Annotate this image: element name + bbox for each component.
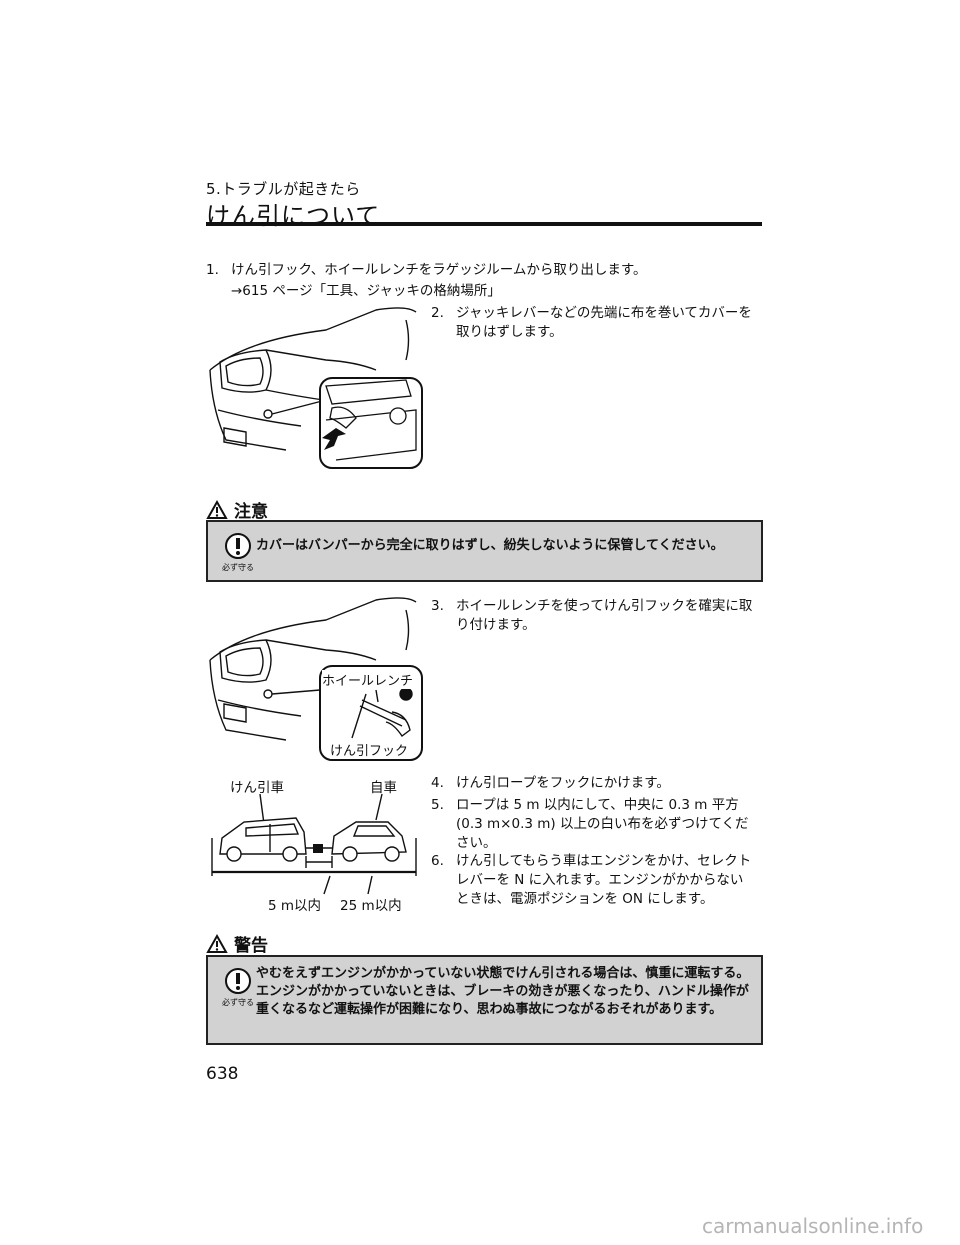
figure-bumper-cover	[206, 300, 428, 472]
warning-text: やむをえずエンジンがかかっていない状態でけん引される場合は、慎重に運転する。 エ…	[256, 965, 751, 1019]
step-number: 2.	[431, 305, 444, 321]
page-number: 638	[206, 1064, 239, 1084]
step-2: 2. ジャッキレバーなどの先端に布を巻いてカバーを取りはずします。	[431, 304, 753, 342]
mandatory-icon	[225, 533, 251, 559]
caution-box: 必ず守る カバーはバンパーから完全に取りはずし、紛失しないように保管してください…	[206, 520, 763, 582]
figure-towing-distance: けん引車 自車 5 m以内 25 m以内	[206, 772, 428, 914]
step-text: ジャッキレバーなどの先端に布を巻いてカバーを取りはずします。	[456, 305, 752, 340]
step-4: 4. けん引ロープをフックにかけます。	[431, 774, 753, 793]
tow-hook-illustration	[209, 597, 423, 761]
step-1: 1. けん引フック、ホイールレンチをラゲッジルームから取り出します。	[206, 261, 762, 280]
warning-heading: 警告	[206, 931, 268, 956]
page-reference-link[interactable]: →615 ページ「工具、ジャッキの格納場所」	[231, 283, 501, 299]
step-text: ホイールレンチを使ってけん引フックを確実に取り付けます。	[456, 598, 753, 633]
section-label: 5.トラブルが起きたら	[206, 180, 361, 198]
mandatory-icon	[225, 968, 251, 994]
towing-cars-illustration	[211, 793, 417, 895]
wrench-label: ホイールレンチ	[322, 670, 414, 689]
bumper-cover-illustration	[209, 307, 423, 469]
step-5: 5. ロープは 5 m 以内にして、中央に 0.3 m 平方(0.3 m×0.3…	[431, 796, 753, 853]
caution-triangle-icon	[206, 499, 228, 519]
towing-car-label: けん引車	[230, 780, 284, 796]
step-number: 6.	[431, 853, 444, 869]
step-text: ロープは 5 m 以内にして、中央に 0.3 m 平方(0.3 m×0.3 m)…	[456, 797, 749, 851]
rope-length-label: 5 m以内	[268, 898, 322, 914]
step-3: 3. ホイールレンチを使ってけん引フックを確実に取り付けます。	[431, 597, 753, 635]
step-text: けん引フック、ホイールレンチをラゲッジルームから取り出します。	[231, 262, 647, 278]
watermark: carmanualsonline.info	[702, 1214, 924, 1238]
hook-label: けん引フック	[330, 740, 409, 759]
caution-heading: 注意	[206, 497, 268, 522]
figure-tow-hook-install: ホイールレンチ けん引フック	[206, 590, 428, 762]
step-number: 1.	[206, 262, 219, 278]
warning-box: 必ず守る やむをえずエンジンがかかっていない状態でけん引される場合は、慎重に運転…	[206, 955, 763, 1045]
warning-text-line1: やむをえずエンジンがかかっていない状態でけん引される場合は、慎重に運転する。	[256, 966, 750, 981]
step-number: 4.	[431, 775, 444, 791]
step-number: 3.	[431, 598, 444, 614]
step-6: 6. けん引してもらう車はエンジンをかけ、セレクトレバーを N に入れます。エン…	[431, 852, 753, 909]
distance-label: 25 m以内	[340, 898, 402, 914]
own-car-label: 自車	[370, 780, 397, 796]
caution-text: カバーはバンパーから完全に取りはずし、紛失しないように保管してください。	[256, 538, 724, 553]
mandatory-icon-label: 必ず守る	[222, 563, 254, 572]
warning-heading-label: 警告	[234, 936, 268, 956]
step-text: けん引してもらう車はエンジンをかけ、セレクトレバーを N に入れます。エンジンが…	[456, 853, 752, 907]
step-number: 5.	[431, 797, 444, 813]
step-text: けん引ロープをフックにかけます。	[456, 775, 670, 791]
caution-heading-label: 注意	[234, 502, 268, 522]
title-rule	[206, 222, 762, 226]
warning-triangle-icon	[206, 933, 228, 953]
warning-text-line2: エンジンがかかっていないときは、ブレーキの効きが悪くなったり、ハンドル操作が重く…	[256, 984, 749, 1017]
mandatory-icon-label: 必ず守る	[222, 998, 254, 1007]
